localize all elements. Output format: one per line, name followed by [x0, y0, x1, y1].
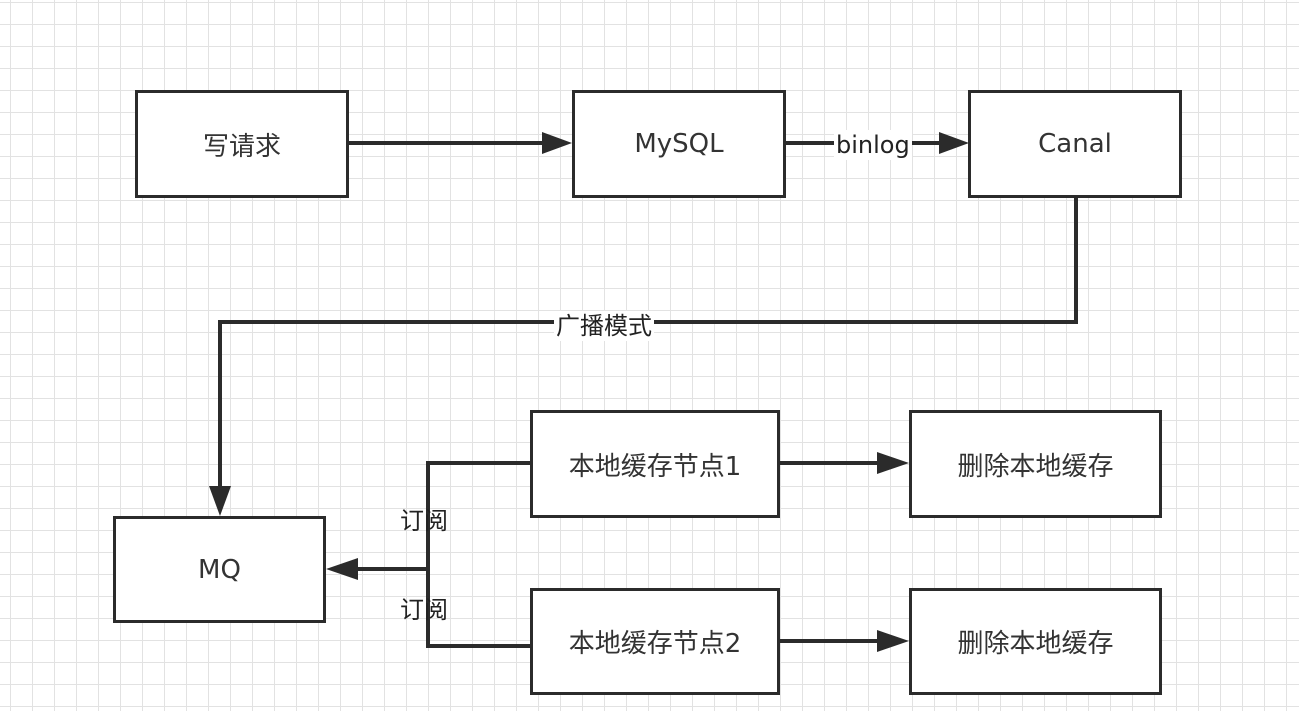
node-delete-local-cache-2: 删除本地缓存: [909, 588, 1162, 695]
edge-label-broadcast-mode: 广播模式: [554, 311, 654, 341]
edge-node2-subscribe: [426, 569, 530, 648]
edge-label-subscribe-1: 订阅: [400, 507, 448, 535]
node-local-cache-1: 本地缓存节点1: [530, 410, 780, 518]
node-local-cache-2: 本地缓存节点2: [530, 588, 780, 695]
arrowhead-mq-top: [209, 486, 231, 516]
arrowhead-delete-2: [877, 630, 909, 652]
arrowhead-delete-1: [877, 452, 909, 474]
node-write-request: 写请求: [135, 90, 349, 198]
edge-label-subscribe-2: 订阅: [400, 596, 448, 624]
arrowhead-canal: [939, 132, 969, 154]
arrowhead-mysql: [542, 132, 572, 154]
node-delete-local-cache-1: 删除本地缓存: [909, 410, 1162, 518]
node-mysql: MySQL: [572, 90, 786, 198]
arrowhead-mq-right: [326, 558, 358, 580]
node-mq: MQ: [113, 516, 326, 623]
edge-node1-subscribe: [426, 461, 530, 569]
edge-label-binlog: binlog: [834, 130, 912, 160]
node-canal: Canal: [968, 90, 1182, 198]
